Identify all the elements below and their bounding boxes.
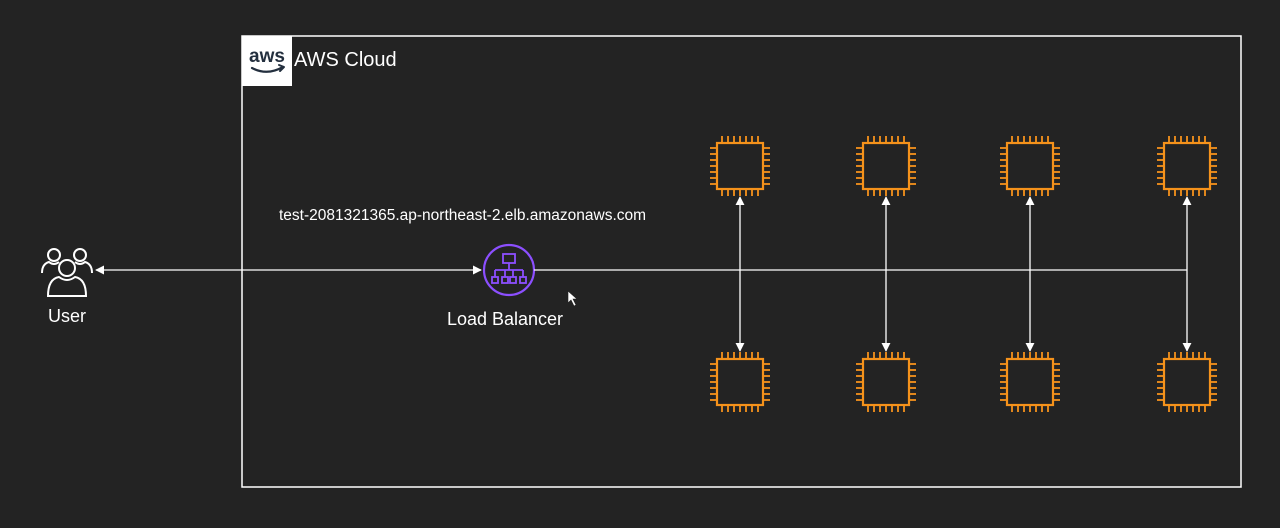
ec2-instance-icon-bottom-1[interactable] — [710, 352, 770, 412]
ec2-instance-icon-bottom-3[interactable] — [1000, 352, 1060, 412]
ec2-instance-icon-top-4[interactable] — [1157, 136, 1217, 196]
user-label: User — [48, 306, 86, 326]
aws-logo: aws — [242, 36, 292, 86]
aws-logo-text: aws — [249, 46, 285, 67]
aws-cloud-title: AWS Cloud — [294, 49, 397, 71]
lb-dns-name: test-2081321365.ap-northeast-2.elb.amazo… — [279, 207, 646, 224]
ec2-instance-icon-bottom-2[interactable] — [856, 352, 916, 412]
load-balancer-label: Load Balancer — [447, 309, 563, 329]
ec2-instance-icon-top-3[interactable] — [1000, 136, 1060, 196]
users-icon — [41, 248, 93, 297]
instance-connectors — [534, 196, 1192, 352]
load-balancer-icon[interactable] — [482, 243, 536, 297]
mouse-cursor-icon — [567, 290, 578, 307]
aws-cloud-group — [241, 35, 1242, 488]
ec2-instance-icon-top-1[interactable] — [710, 136, 770, 196]
ec2-instance-icon-bottom-4[interactable] — [1157, 352, 1217, 412]
ec2-instances — [710, 136, 1217, 412]
ec2-instance-icon-top-2[interactable] — [856, 136, 916, 196]
